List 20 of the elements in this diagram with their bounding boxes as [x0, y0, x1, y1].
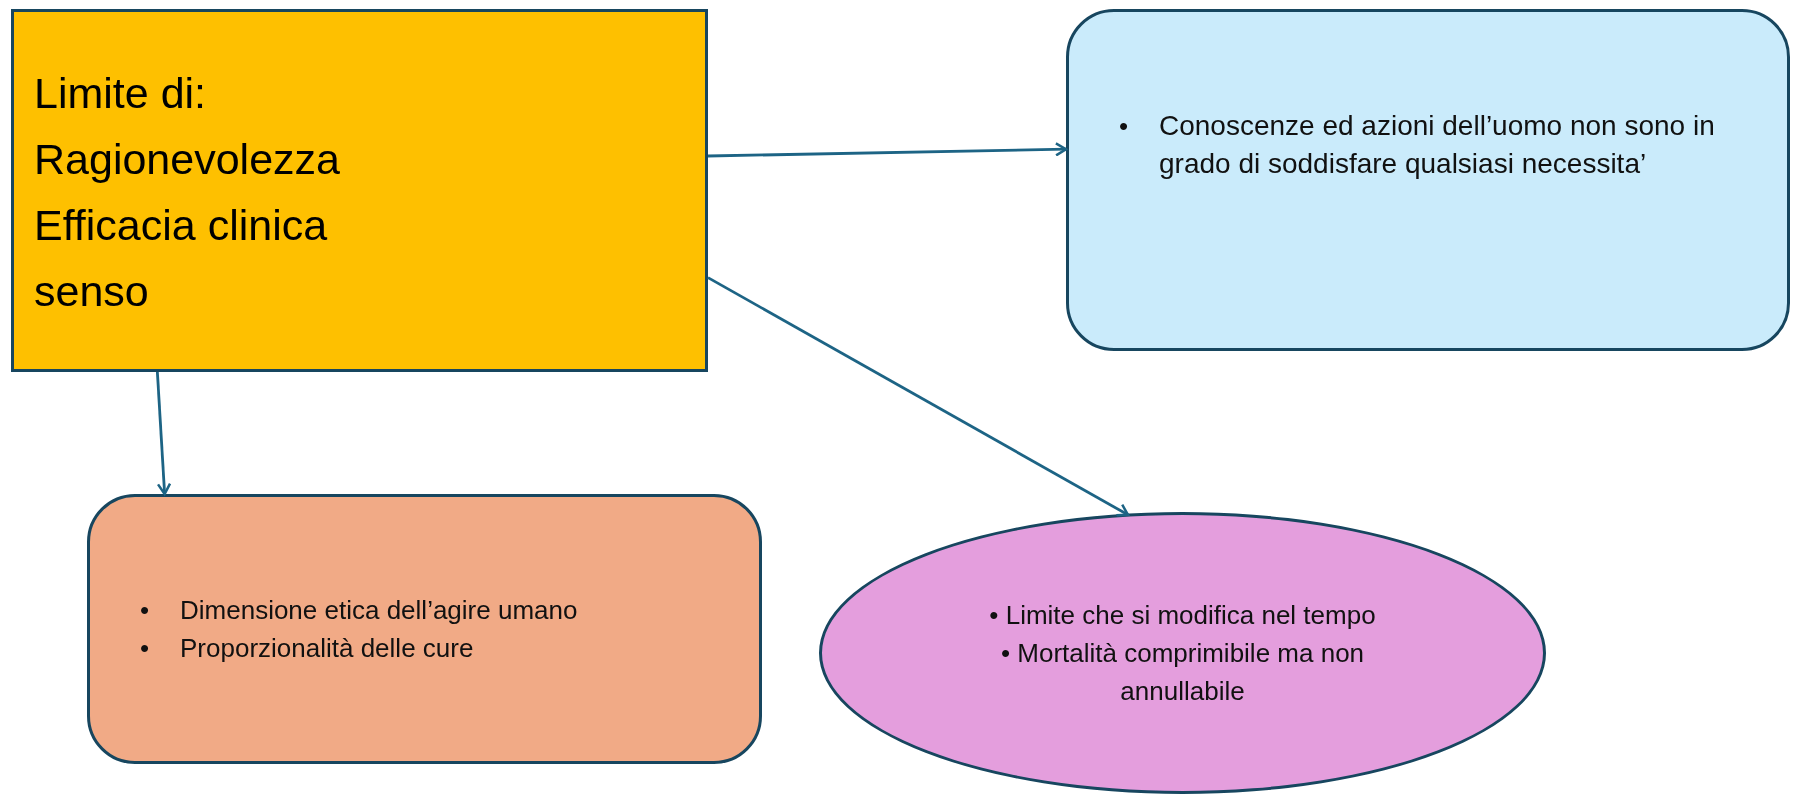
bullet-mark: • — [1119, 110, 1130, 143]
bullet-mark: • — [1000, 638, 1012, 668]
bullet-text: Conoscenze ed azioni dell’uomo non sono in grado di soddisfare qualsiasi necessita’ — [1159, 109, 1716, 181]
box-text: Efficacia clinica — [34, 200, 328, 251]
bullet-text: Mortalità comprimibile ma non annullabile — [1017, 638, 1365, 706]
process-box — [11, 9, 708, 372]
bullet-mark: • — [989, 600, 1000, 630]
box-text: Limite di: — [34, 68, 207, 119]
bullet-text: Dimensione etica dell’agire umano — [180, 594, 578, 627]
bullet-mark: • — [140, 632, 151, 665]
box-text: senso — [34, 266, 149, 317]
arrow — [155, 371, 172, 496]
bullet-text: Limite che si modifica nel tempo — [1005, 600, 1376, 630]
rounded-box — [1066, 9, 1790, 351]
arrow — [707, 276, 1130, 517]
rounded-box — [87, 494, 762, 764]
box-text: Ragionevolezza — [34, 134, 340, 185]
bullet-text: Proporzionalità delle cure — [180, 632, 474, 665]
bullet-mark: • — [140, 594, 151, 627]
arrow — [707, 142, 1068, 158]
